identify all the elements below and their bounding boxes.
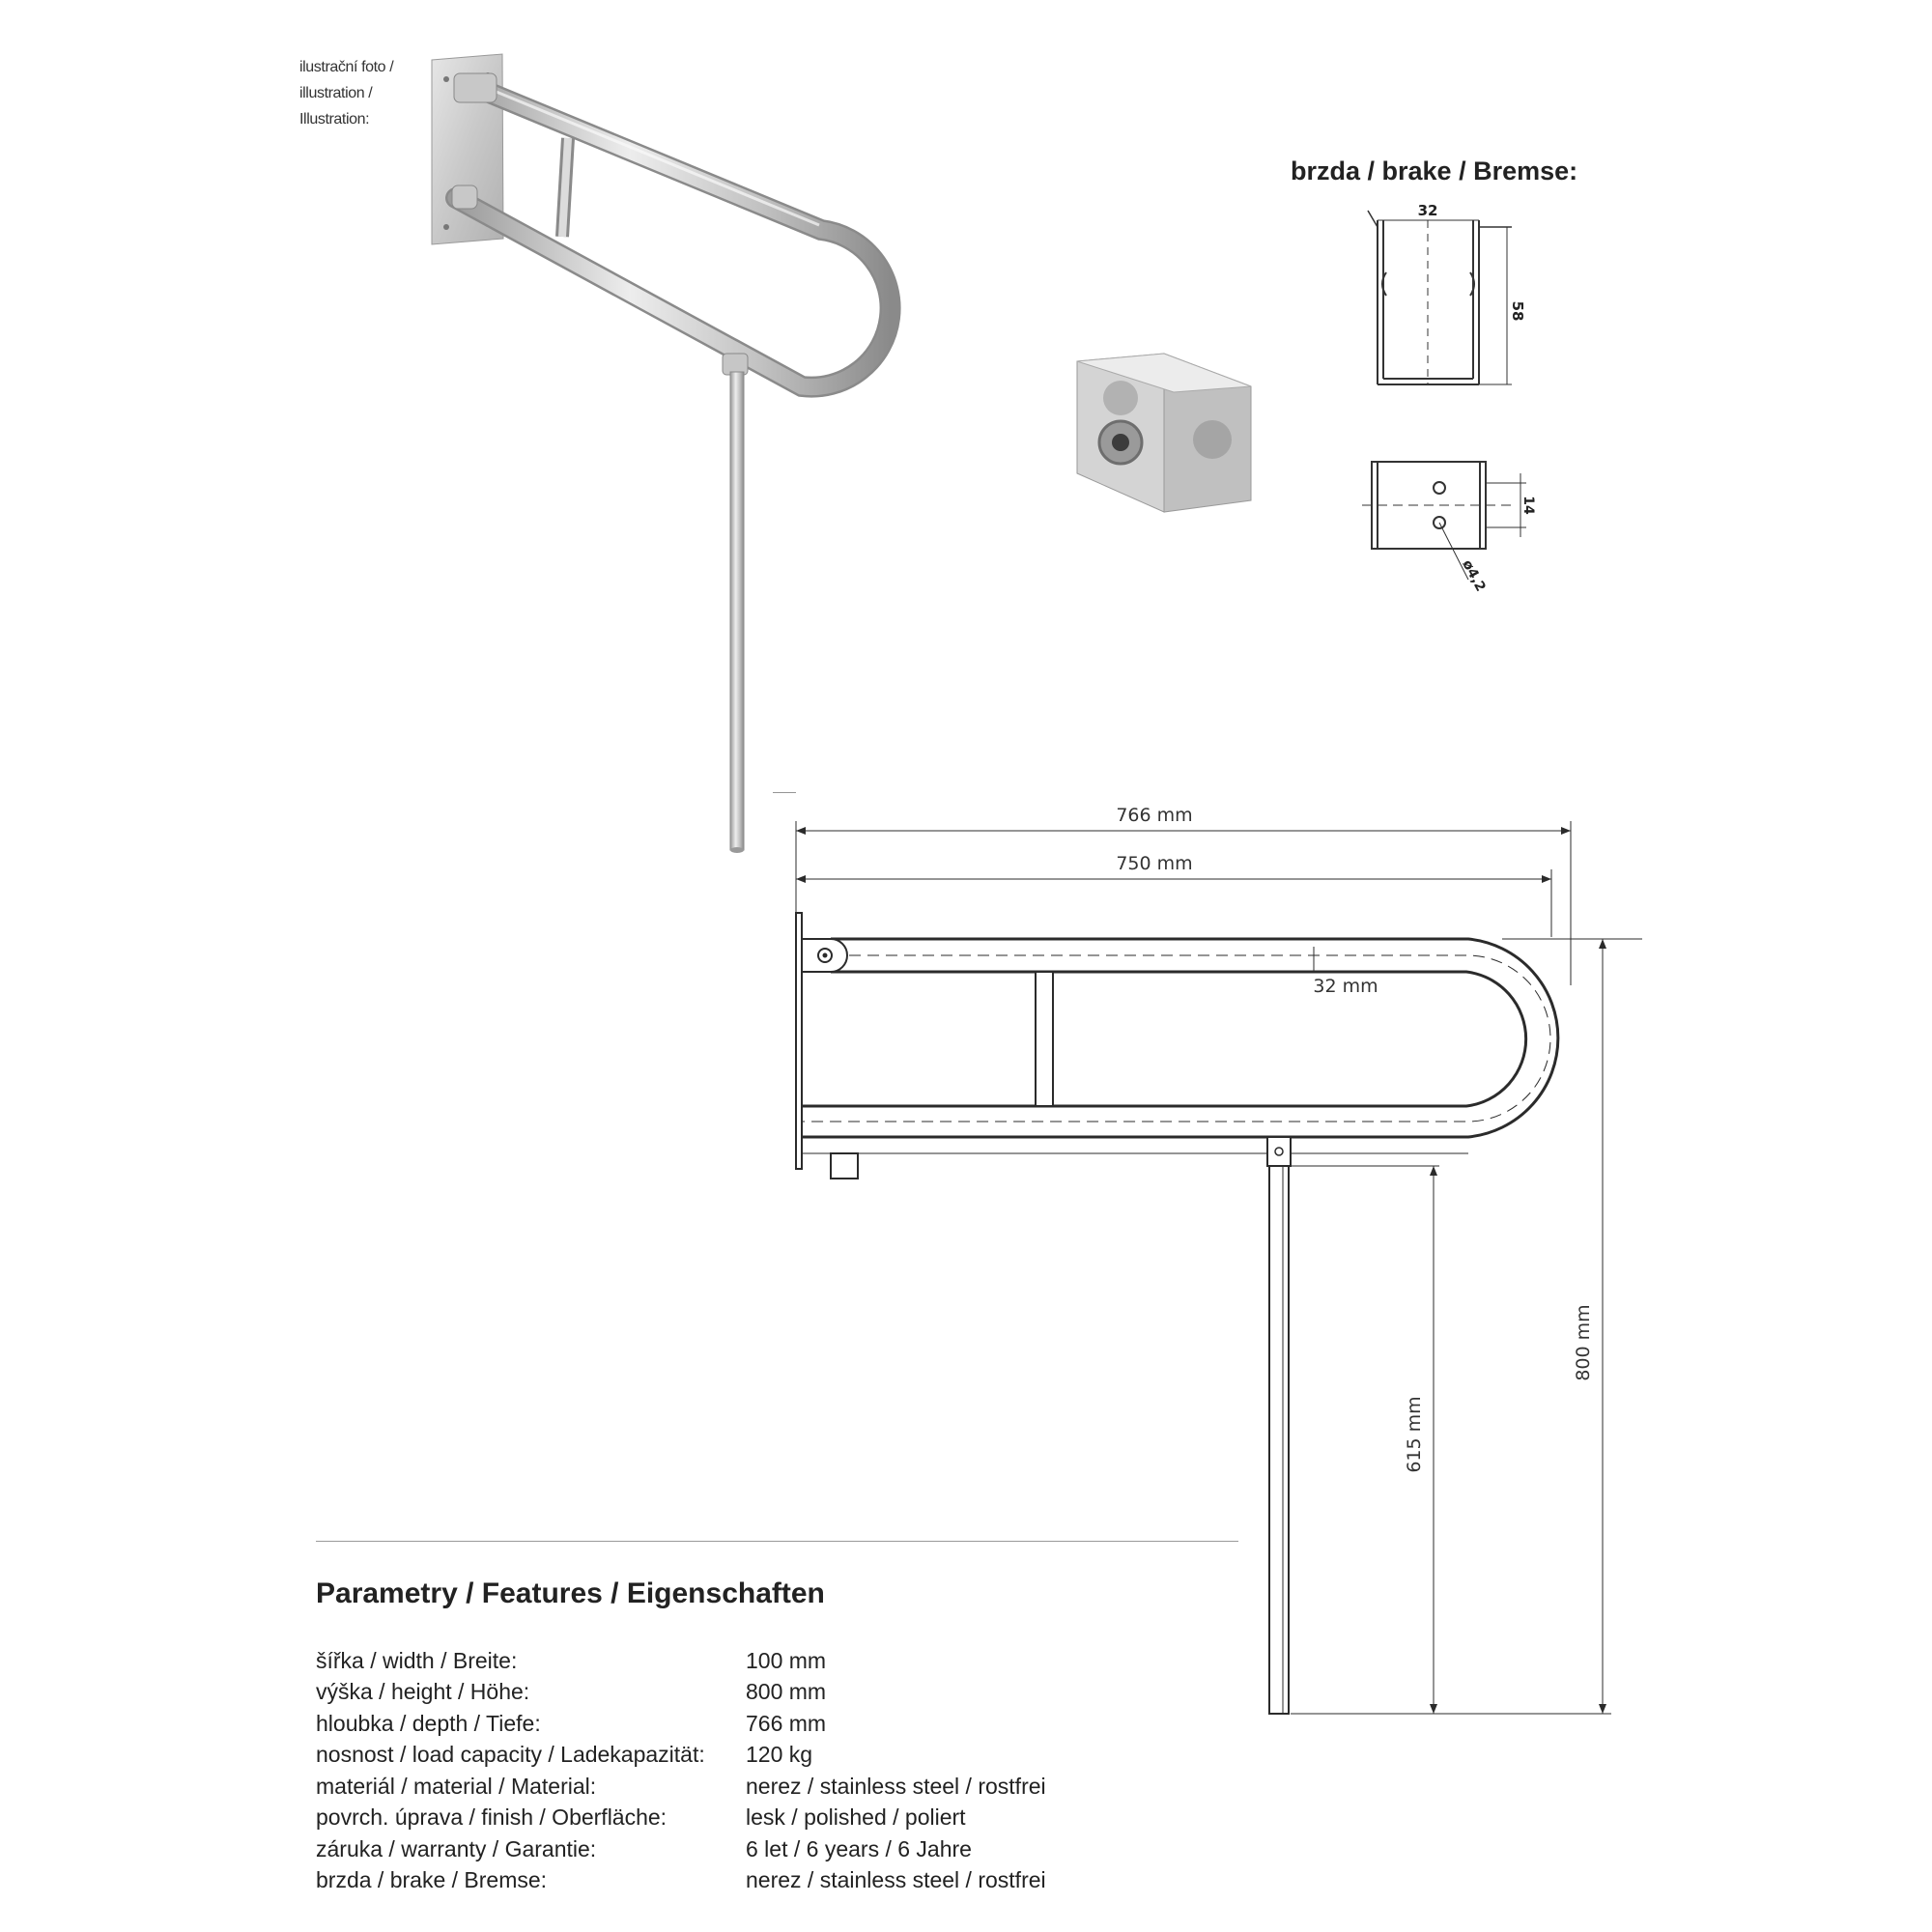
- photo-caption-line: ilustrační foto /: [299, 59, 394, 75]
- table-row: materiál / material / Material: nerez / …: [316, 1771, 1046, 1803]
- feature-value: nerez / stainless steel / rostfrei: [746, 1867, 1046, 1893]
- feature-label: výška / height / Höhe:: [316, 1679, 530, 1705]
- feature-value: lesk / polished / poliert: [746, 1804, 966, 1831]
- brake-width-label: 32: [1418, 203, 1438, 219]
- feature-label: materiál / material / Material:: [316, 1773, 597, 1799]
- features-table: šířka / width / Breite: 100 mm výška / h…: [316, 1645, 1046, 1896]
- feature-value: 100 mm: [746, 1647, 827, 1673]
- brake-drawing: 32 58 14 ø4,2: [1362, 203, 1536, 594]
- feature-label: povrch. úprava / finish / Oberfläche:: [316, 1804, 668, 1831]
- table-row: šířka / width / Breite: 100 mm: [316, 1645, 1046, 1677]
- table-row: brzda / brake / Bremse: nerez / stainles…: [316, 1865, 1046, 1897]
- table-row: nosnost / load capacity / Ladekapazität:…: [316, 1740, 1046, 1772]
- dim-total-depth: 766 mm: [1116, 805, 1192, 826]
- feature-label: šířka / width / Breite:: [316, 1647, 518, 1673]
- brake-photo: [1076, 353, 1252, 513]
- dim-bar-depth: 750 mm: [1116, 853, 1192, 874]
- table-row: výška / height / Höhe: 800 mm: [316, 1677, 1046, 1709]
- grab-bar-tube: [445, 72, 901, 398]
- brake-title: brzda / brake / Bremse:: [1291, 156, 1578, 185]
- brake-hole-diameter-label: ø4,2: [1459, 557, 1488, 594]
- feature-value: 800 mm: [746, 1679, 827, 1705]
- photo-caption-line: illustration /: [299, 85, 373, 101]
- feature-label: záruka / warranty / Garantie:: [316, 1835, 597, 1861]
- features-title: Parametry / Features / Eigenschaften: [316, 1577, 825, 1609]
- main-drawing: 766 mm 750 mm 32 mm 800 mm 615 mm: [773, 792, 1642, 1715]
- feature-value: 120 kg: [746, 1742, 813, 1768]
- feature-value: nerez / stainless steel / rostfrei: [746, 1773, 1046, 1799]
- dim-total-height: 800 mm: [1573, 1304, 1594, 1380]
- feature-label: hloubka / depth / Tiefe:: [316, 1710, 541, 1736]
- feature-value: 766 mm: [746, 1710, 827, 1736]
- feature-label: nosnost / load capacity / Ladekapazität:: [316, 1742, 705, 1768]
- brake-height-label: 58: [1509, 301, 1526, 322]
- dim-leg-height: 615 mm: [1404, 1396, 1425, 1472]
- dim-tube-spacing: 32 mm: [1313, 976, 1378, 997]
- support-leg: [722, 353, 749, 853]
- brake-hole-spacing-label: 14: [1520, 496, 1536, 515]
- photo-caption-line: Illustration:: [299, 111, 370, 128]
- table-row: povrch. úprava / finish / Oberfläche: le…: [316, 1803, 1046, 1834]
- section-divider: [316, 1541, 1238, 1542]
- feature-value: 6 let / 6 years / 6 Jahre: [746, 1835, 972, 1861]
- table-row: záruka / warranty / Garantie: 6 let / 6 …: [316, 1833, 1046, 1865]
- table-row: hloubka / depth / Tiefe: 766 mm: [316, 1708, 1046, 1740]
- feature-label: brzda / brake / Bremse:: [316, 1867, 548, 1893]
- photo-caption: ilustrační foto / illustration / Illustr…: [299, 54, 394, 132]
